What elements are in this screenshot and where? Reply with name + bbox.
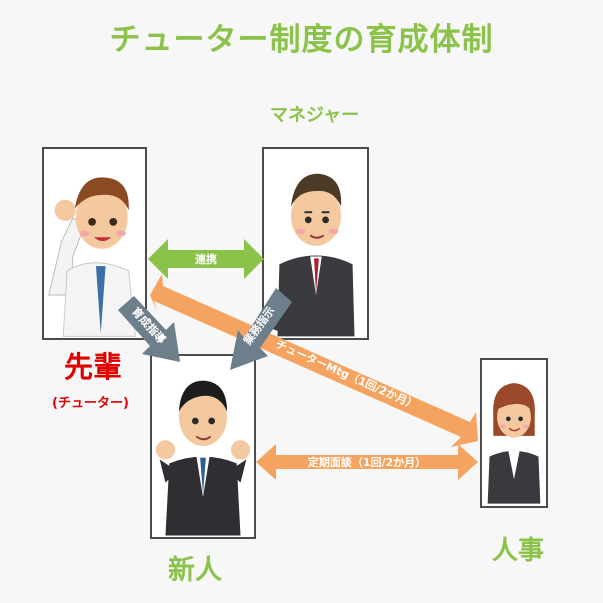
teiki-arrow: 定期面談（1回/2か月） bbox=[256, 444, 478, 480]
newbie-illustration bbox=[152, 357, 254, 536]
hr-label: 人事 bbox=[492, 536, 545, 566]
newbie-label: 新人 bbox=[168, 555, 222, 586]
senpai-photo bbox=[42, 147, 147, 340]
manager-illustration bbox=[264, 150, 367, 337]
renkei-label: 連携 bbox=[195, 252, 217, 266]
hr-illustration bbox=[482, 362, 546, 504]
manager-label: マネジャー bbox=[270, 105, 360, 126]
tutor-mtg-label: チューターMtg（1回/2か月） bbox=[274, 337, 420, 412]
tutor-mtg-arrow: チューターMtg（1回/2か月） bbox=[150, 274, 478, 447]
hr-photo bbox=[480, 358, 548, 508]
manager-photo bbox=[262, 147, 369, 340]
teiki-label: 定期面談（1回/2か月） bbox=[308, 455, 426, 469]
senpai-label: 先輩 bbox=[64, 350, 123, 384]
newbie-photo bbox=[150, 354, 256, 539]
page-title: チューター制度の育成体制 bbox=[109, 22, 494, 58]
senpai-sublabel: (チューター) bbox=[52, 396, 129, 411]
renkei-arrow: 連携 bbox=[148, 239, 264, 279]
